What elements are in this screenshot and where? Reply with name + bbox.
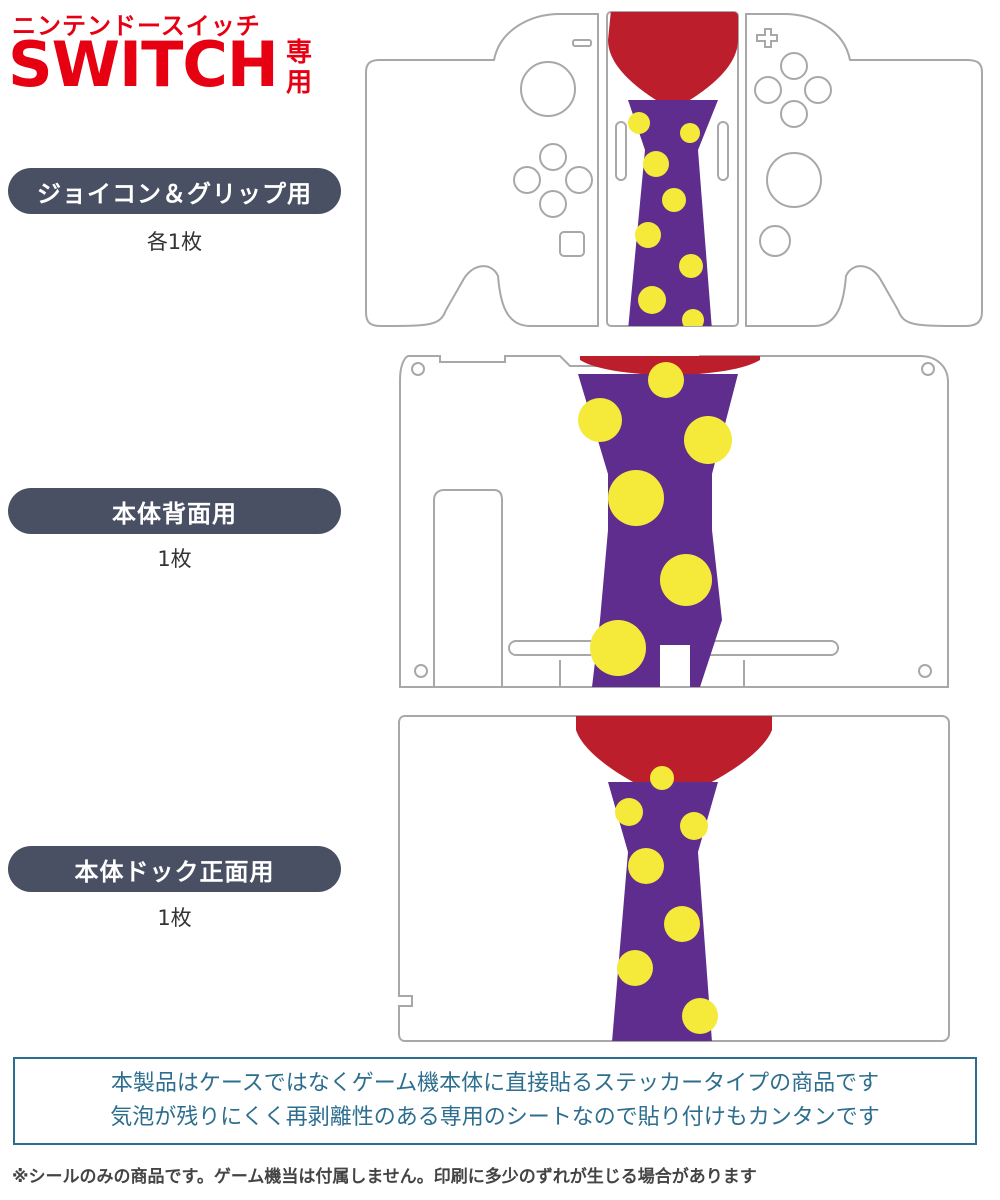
back-panel-outline	[399, 355, 949, 688]
brand-kana: ニンテンドースイッチ	[12, 12, 261, 40]
grip-slot-right	[717, 121, 729, 181]
notice-line-2: 気泡が残りにくく再剥離性のある専用のシートなので貼り付けもカンタンです	[110, 1105, 880, 1130]
dpad-left	[513, 166, 541, 194]
plus-button	[756, 28, 778, 48]
section-label-joycon: ジョイコン＆グリップ用	[8, 168, 341, 214]
section-label-back: 本体背面用	[8, 488, 341, 534]
button-b	[780, 100, 808, 128]
heart-shape-dock	[576, 716, 772, 800]
left-joycon-outline	[365, 13, 599, 328]
footnote: ※シールのみの商品です。ゲーム機当は付属しません。印刷に多少のずれが生じる場合が…	[12, 1167, 757, 1187]
back-tie-artwork	[578, 356, 760, 687]
dpad-up	[539, 143, 567, 171]
notice-line-1: 本製品はケースではなくゲーム機本体に直接貼るステッカータイプの商品です	[110, 1071, 880, 1096]
dock-front-sticker	[398, 715, 950, 1042]
home-button	[759, 225, 791, 257]
heart-shape-back	[580, 356, 760, 376]
dpad-down	[539, 190, 567, 218]
dock-tie-artwork	[576, 716, 772, 1041]
card-slot-outline	[433, 489, 503, 687]
product-notice-box: 本製品はケースではなくゲーム機本体に直接貼るステッカータイプの商品です 気泡が残…	[13, 1057, 977, 1145]
button-a	[804, 76, 832, 104]
sticker-layout-illustration	[365, 11, 983, 1042]
grip-slot-left	[615, 121, 627, 181]
button-x	[780, 52, 808, 80]
section-count-back: 1枚	[157, 547, 192, 571]
button-y	[754, 76, 782, 104]
left-stick	[520, 61, 576, 117]
screw-bottom-left	[414, 664, 428, 678]
dock-front-outline	[398, 715, 950, 1042]
brand-suffix: 専用	[286, 38, 313, 98]
screw-top-right	[921, 362, 935, 376]
polka-dots-dock	[615, 766, 718, 1034]
grip-tie-artwork	[608, 12, 738, 326]
section-count-dock: 1枚	[157, 906, 192, 930]
right-joycon-outline	[745, 13, 983, 328]
polka-dots-back	[578, 362, 732, 676]
polka-dots	[628, 112, 704, 326]
kickstand-right	[695, 640, 839, 656]
heart-shape	[608, 12, 738, 110]
capture-button	[559, 231, 585, 257]
dpad-right	[565, 166, 593, 194]
brand-name: SWITCH	[8, 28, 279, 101]
section-count-joycon: 各1枚	[146, 230, 203, 254]
screw-bottom-right	[918, 664, 932, 678]
screw-top-left	[411, 362, 425, 376]
section-label-dock: 本体ドック正面用	[8, 846, 341, 892]
minus-button	[572, 39, 592, 47]
right-stick	[766, 152, 822, 208]
